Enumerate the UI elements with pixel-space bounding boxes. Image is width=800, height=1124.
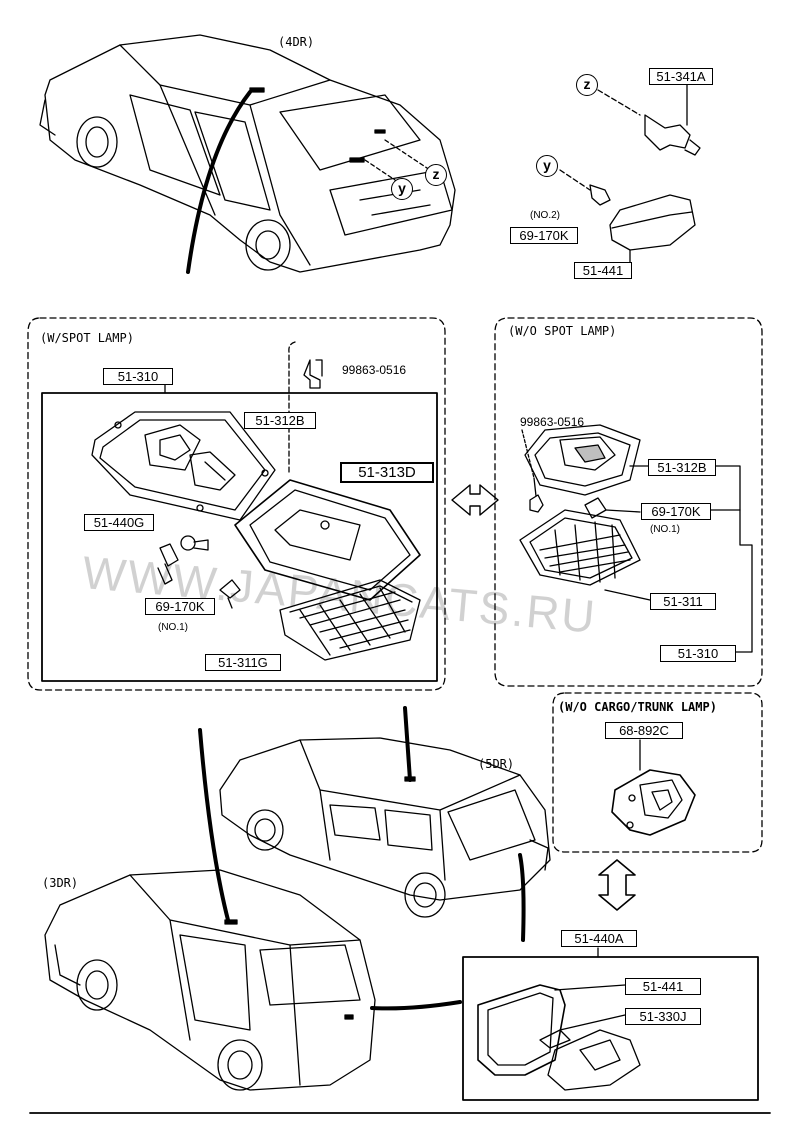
part-51-311: 51-311 [650, 593, 716, 610]
callout-y-car: y [391, 178, 413, 200]
part-69-170K-spot: 69-170K [145, 598, 215, 615]
part-69-170K-trunk: 69-170K [510, 227, 578, 244]
part-51-440A: 51-440A [561, 930, 637, 947]
part-51-310-spot: 51-310 [103, 368, 173, 385]
part-51-312B-nospot: 51-312B [648, 459, 716, 476]
part-69-170K-nospot: 69-170K [641, 503, 711, 520]
spot-lamp-inner-box [41, 392, 438, 682]
callout-z-parts: z [576, 74, 598, 96]
part-51-310-nospot: 51-310 [660, 645, 736, 662]
part-51-441-trunk: 51-441 [574, 262, 632, 279]
hatch3-leader-top [198, 728, 230, 922]
part-51-341A: 51-341A [649, 68, 713, 85]
screw-99863-0516-nospot: 99863-0516 [520, 415, 585, 429]
hatch-3dr-illustration [44, 869, 376, 1091]
hatch5-leader-bottom [518, 853, 526, 942]
cargo-lamp-box [462, 956, 759, 1101]
hatch3-leader-right [370, 1000, 462, 1011]
bulb-no1-note-spot: (NO.1) [158, 622, 188, 633]
with-spot-lamp-header: (W/SPOT LAMP) [40, 331, 134, 345]
variant-4dr-label: (4DR) [278, 35, 315, 49]
part-51-313D: 51-313D [340, 462, 434, 483]
part-51-311G: 51-311G [205, 654, 281, 671]
callout-y-parts: y [536, 155, 558, 177]
part-51-312B-spot: 51-312B [244, 412, 316, 429]
sedan-4dr-illustration [39, 34, 456, 273]
bulb-no2-note: (NO.2) [530, 210, 560, 221]
variant-3dr-label: (3DR) [42, 876, 79, 890]
without-spot-lamp-header: (W/O SPOT LAMP) [508, 324, 617, 338]
vertical-swap-arrow [598, 859, 636, 911]
part-68-892C: 68-892C [605, 722, 683, 739]
sedan-leader-line [186, 90, 252, 274]
variant-5dr-label: (5DR) [478, 757, 515, 771]
no-cargo-lamp-frame [552, 692, 763, 853]
no-spot-lamp-frame [494, 317, 763, 687]
hatch5-leader-top [403, 706, 412, 782]
spot-lamp-frame [27, 317, 446, 691]
swap-arrow [451, 484, 499, 516]
part-51-330J: 51-330J [625, 1008, 701, 1025]
part-51-440G: 51-440G [84, 514, 154, 531]
without-cargo-lamp-header: (W/O CARGO/TRUNK LAMP) [558, 700, 717, 714]
bulb-no1-note-nospot: (NO.1) [650, 524, 680, 535]
screw-99863-0516-spot: 99863-0516 [342, 363, 407, 377]
part-51-441-cargo: 51-441 [625, 978, 701, 995]
callout-z-car: z [425, 164, 447, 186]
trunk-lamp-parts [559, 84, 701, 263]
